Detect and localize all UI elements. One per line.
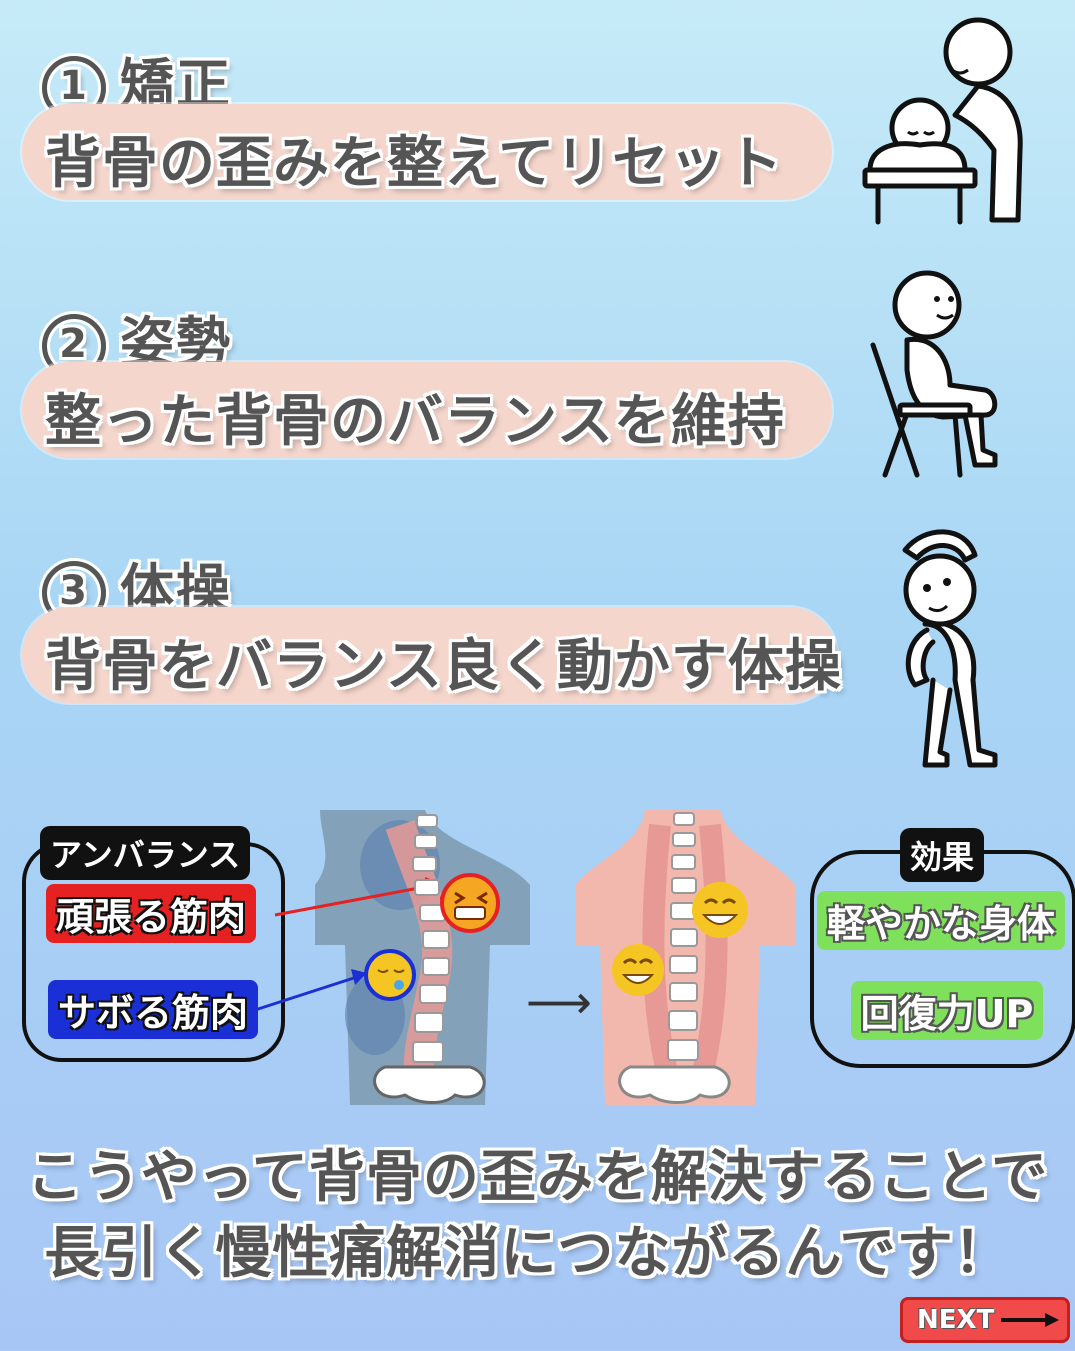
next-button[interactable]: NEXT (900, 1297, 1070, 1343)
conclusion-line-1: こうやって背骨の歪みを解決することで (26, 1145, 1049, 1210)
step-1-description: 背骨の歪みを整えてリセット (45, 131, 784, 196)
imbalance-label: アンバランス (40, 826, 251, 880)
sitting-figure-icon (870, 270, 998, 478)
balanced-back-illustration (575, 810, 795, 1105)
arrow-right-icon: ⟶ (526, 975, 592, 1029)
step-2-description: 整った背骨のバランスを維持 (45, 389, 785, 454)
effect-item-light-body: 軽やかな身体 (817, 891, 1065, 950)
arrow-right-icon (1001, 1313, 1059, 1327)
stretching-figure-icon (902, 529, 998, 768)
unbalanced-back-illustration (254, 810, 530, 1105)
effect-item-recovery: 回復力UP (851, 981, 1043, 1040)
working-muscle-tag: 頑張る筋肉 (46, 884, 256, 943)
massage-figure-icon (862, 17, 1023, 225)
step-3-pill (22, 607, 837, 703)
step-2-pill (22, 362, 832, 458)
step-3-description: 背骨をバランス良く動かす体操 (45, 634, 842, 699)
lazy-muscle-tag: サボる筋肉 (48, 980, 258, 1039)
effect-label: 効果 (900, 828, 985, 882)
step-1-pill (22, 104, 832, 200)
next-label: NEXT (917, 1305, 995, 1335)
conclusion-line-2: 長引く慢性痛解消につながるんです！ (44, 1221, 1011, 1286)
